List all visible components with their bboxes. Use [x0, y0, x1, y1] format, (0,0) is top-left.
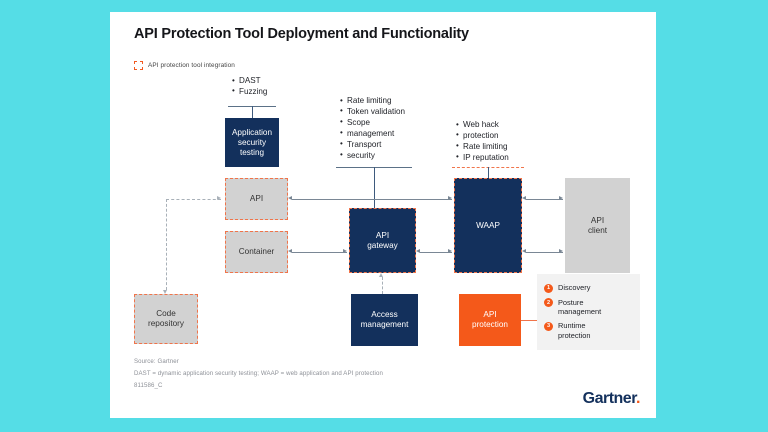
- gartner-logo: Gartner: [583, 390, 640, 408]
- annotation-item-cont: security: [340, 150, 428, 162]
- legend-item-posture-management[interactable]: 2 Posture management: [544, 298, 634, 317]
- node-code-repository[interactable]: Code repository: [134, 294, 198, 344]
- legend-line: Posture: [558, 297, 584, 307]
- connector-apiprotection-legend: [521, 320, 539, 322]
- annotation-item: Token validation: [340, 106, 428, 118]
- node-label: Code: [156, 309, 176, 318]
- page-title: API Protection Tool Deployment and Funct…: [134, 26, 469, 42]
- connector-ast-stem: [252, 106, 254, 118]
- node-label: API: [375, 230, 390, 240]
- node-label: Access: [371, 310, 398, 319]
- annotation-item: Scope: [340, 117, 428, 129]
- legend-number-badge: 2: [544, 298, 553, 307]
- connector-waap-client-lower: [526, 252, 563, 254]
- connector-api-repo-v: [166, 199, 167, 290]
- connector-waap-stem: [488, 167, 490, 179]
- arrow-right: [559, 196, 563, 201]
- annotation-gateway: Rate limiting Token validation Scope man…: [340, 96, 428, 162]
- node-label: security: [237, 137, 267, 147]
- annotation-ast: DAST Fuzzing: [232, 76, 302, 98]
- node-application-security-testing[interactable]: Application security testing: [225, 118, 279, 167]
- chart-card: API Protection Tool Deployment and Funct…: [110, 12, 656, 418]
- annotation-item: Fuzzing: [232, 86, 302, 98]
- connector-api-repo-h: [166, 199, 221, 200]
- arrow-up: [379, 273, 384, 277]
- dashed-square-icon: [134, 61, 143, 70]
- arrow-right: [217, 196, 221, 201]
- connector-access-gateway: [382, 277, 383, 294]
- node-api-client[interactable]: API client: [565, 178, 630, 273]
- footer: Source: Gartner DAST = dynamic applicati…: [134, 356, 383, 392]
- legend-item-label: Runtime protection: [558, 321, 590, 340]
- node-label: Application: [231, 127, 273, 137]
- annotation-item: DAST: [232, 76, 302, 87]
- connector-container-gateway: [292, 252, 347, 254]
- legend-item-discovery[interactable]: 1 Discovery: [544, 283, 634, 293]
- arrow-right: [343, 249, 347, 254]
- annotation-item: Web hack: [456, 120, 536, 131]
- arrow-right: [559, 249, 563, 254]
- node-label: management: [360, 320, 409, 329]
- node-label: repository: [148, 319, 184, 328]
- footer-definitions: DAST = dynamic application security test…: [134, 369, 383, 377]
- annotation-item: Transport: [340, 139, 428, 151]
- annotation-item-cont: management: [340, 128, 428, 140]
- node-label: gateway: [367, 240, 398, 250]
- legend-item-runtime-protection[interactable]: 3 Runtime protection: [544, 321, 634, 340]
- annotation-item: Rate limiting: [456, 141, 536, 153]
- legend-line: Runtime: [558, 321, 586, 331]
- arrow-left: [416, 249, 420, 254]
- legend-item-label: Discovery: [558, 283, 591, 292]
- annotation-item: IP reputation: [456, 152, 536, 164]
- arrow-left: [288, 196, 292, 201]
- node-label: testing: [239, 147, 265, 157]
- annotation-waap: Web hack protection Rate limiting IP rep…: [456, 120, 536, 164]
- arrow-right: [448, 249, 452, 254]
- arrow-left: [288, 249, 292, 254]
- node-label: API: [249, 194, 264, 203]
- legend-integration: API protection tool integration: [134, 61, 235, 70]
- arrow-left: [522, 196, 526, 201]
- node-label: API: [590, 215, 605, 225]
- legend-number-badge: 1: [544, 283, 553, 293]
- legend-item-label: Posture management: [558, 298, 601, 317]
- node-waap[interactable]: WAAP: [454, 178, 522, 273]
- node-api[interactable]: API: [225, 178, 288, 220]
- connector-waap-client-upper: [526, 199, 563, 201]
- node-label: protection: [472, 320, 508, 329]
- legend-line: protection: [558, 330, 591, 340]
- connector-gateway-waap: [420, 252, 452, 254]
- annotation-item-cont: protection: [456, 130, 536, 142]
- annotation-item: Rate limiting: [340, 96, 428, 107]
- node-label: API: [483, 310, 497, 319]
- node-api-protection[interactable]: API protection: [459, 294, 521, 346]
- node-access-management[interactable]: Access management: [351, 294, 418, 346]
- node-label: client: [587, 225, 608, 235]
- legend-integration-label: API protection tool integration: [148, 62, 235, 69]
- node-container[interactable]: Container: [225, 231, 288, 273]
- node-api-gateway[interactable]: API gateway: [349, 208, 416, 273]
- legend-line: management: [558, 306, 602, 316]
- arrow-left: [522, 249, 526, 254]
- footer-id: 811586_C: [134, 381, 163, 389]
- connector-api-waap: [292, 199, 452, 201]
- node-label: WAAP: [476, 220, 500, 230]
- node-label: Container: [238, 247, 275, 256]
- footer-source: Source: Gartner: [134, 358, 179, 365]
- arrow-down: [163, 290, 168, 294]
- arrow-right: [448, 196, 452, 201]
- legend-number-badge: 3: [544, 321, 553, 331]
- legend-panel: 1 Discovery 2 Posture management 3 Runti…: [537, 274, 640, 350]
